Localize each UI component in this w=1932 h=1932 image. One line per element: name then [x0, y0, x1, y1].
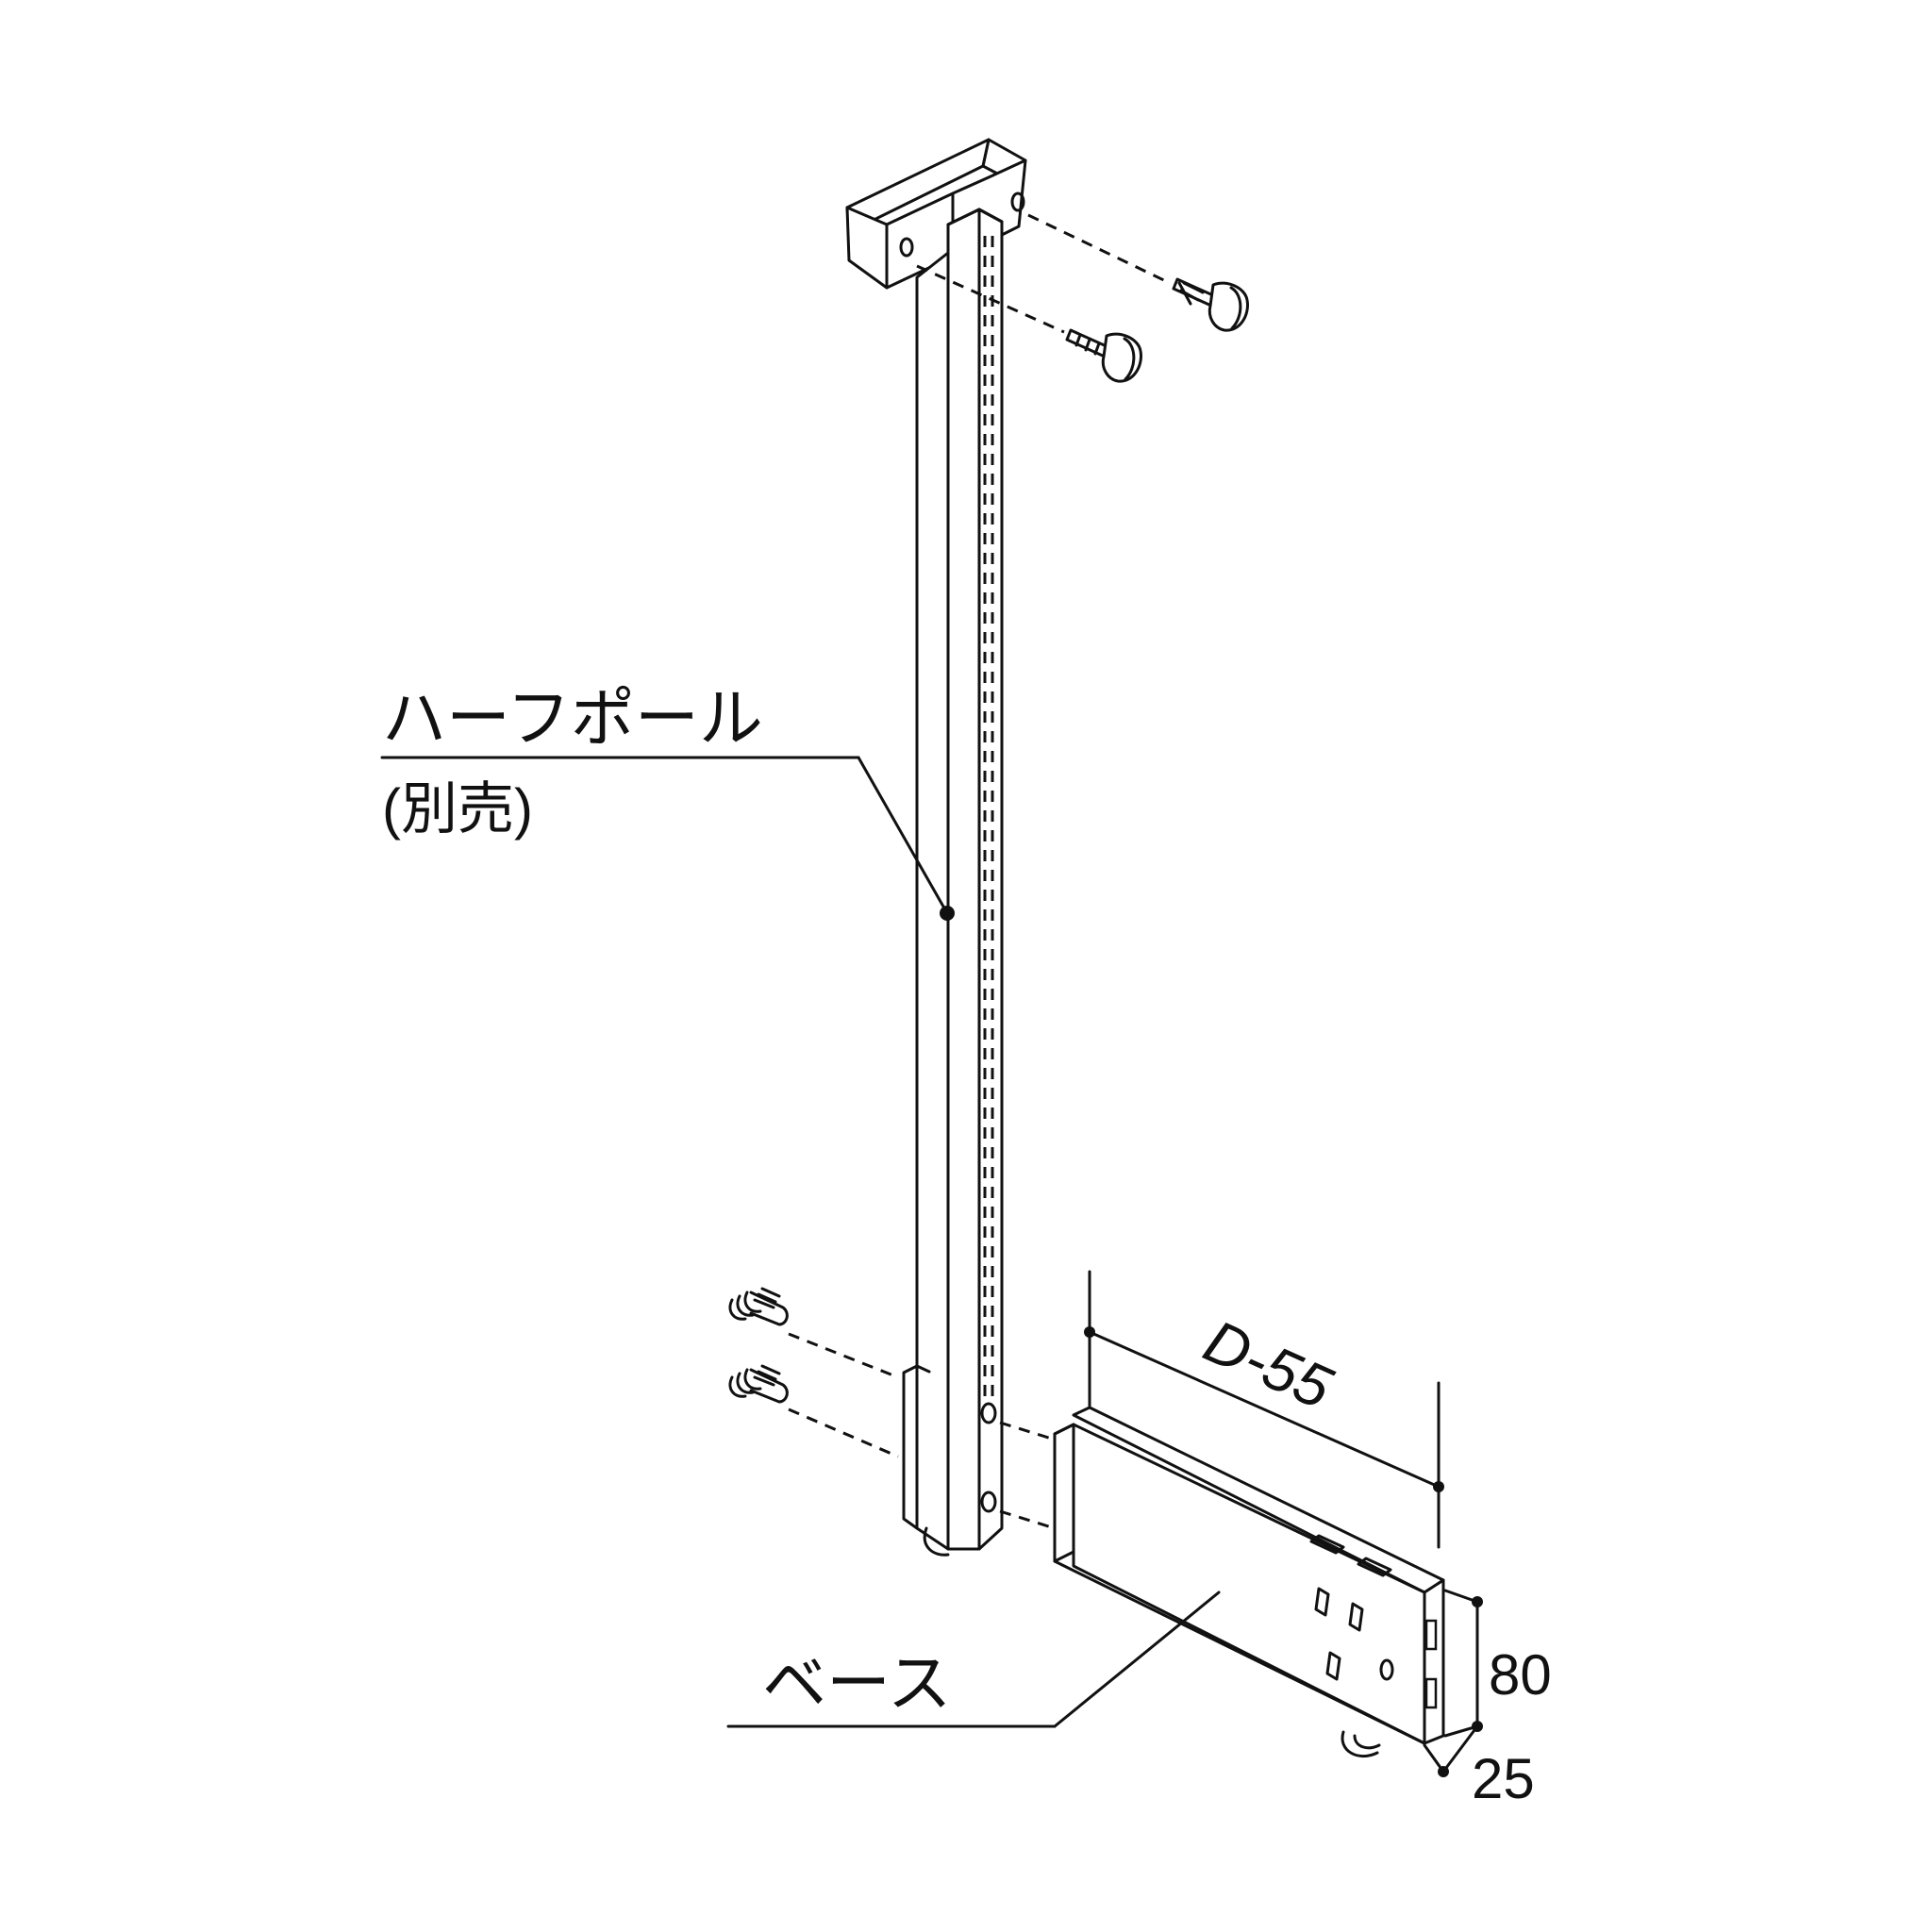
pole-hole-lower	[980, 1491, 997, 1513]
base-front-hole-3	[1325, 1651, 1341, 1681]
dim-height-label: 80	[1489, 1643, 1552, 1707]
bracket-hole-left	[899, 237, 914, 258]
wood-screw-2	[728, 1364, 789, 1404]
base-name-label: ベース	[762, 1648, 952, 1720]
dim-length-label: D-55	[1194, 1307, 1341, 1422]
screw-guide-2	[916, 264, 1065, 334]
pole-hole-upper	[980, 1402, 997, 1424]
base-end-slot-1	[1424, 1619, 1438, 1651]
dimension-height	[1443, 1589, 1483, 1738]
base-front-hole-1	[1314, 1587, 1330, 1617]
pole-name-label: ハーフポール	[382, 683, 763, 755]
pole-leader	[380, 756, 955, 921]
base-front-hole-2	[1348, 1602, 1364, 1632]
pole-note-label: (別売)	[382, 777, 533, 841]
base-top-slot-1	[1309, 1534, 1345, 1555]
half-pole	[902, 208, 1004, 1557]
base-front-round-hole	[1379, 1658, 1394, 1681]
bracket-hole-right	[1010, 192, 1025, 212]
wood-screw-guide-1	[788, 1332, 899, 1379]
base-top-slot-2	[1357, 1557, 1392, 1577]
wood-screw-1	[728, 1287, 789, 1326]
base-end-slot-2	[1424, 1677, 1438, 1709]
base-guide-1	[999, 1421, 1056, 1441]
thumb-screw-1	[1172, 277, 1249, 332]
wood-screw-guide-2	[788, 1407, 899, 1458]
screw-guide-1	[1027, 213, 1171, 285]
base-leader	[726, 1591, 1221, 1728]
base-guide-2	[999, 1509, 1056, 1530]
dimension-depth	[1423, 1724, 1479, 1777]
dim-depth-label: 25	[1472, 1747, 1535, 1810]
dimension-length	[1084, 1270, 1444, 1549]
thumb-screw-2	[1065, 328, 1142, 383]
base-block	[1053, 1406, 1445, 1758]
pole-leader-dot	[940, 906, 955, 921]
